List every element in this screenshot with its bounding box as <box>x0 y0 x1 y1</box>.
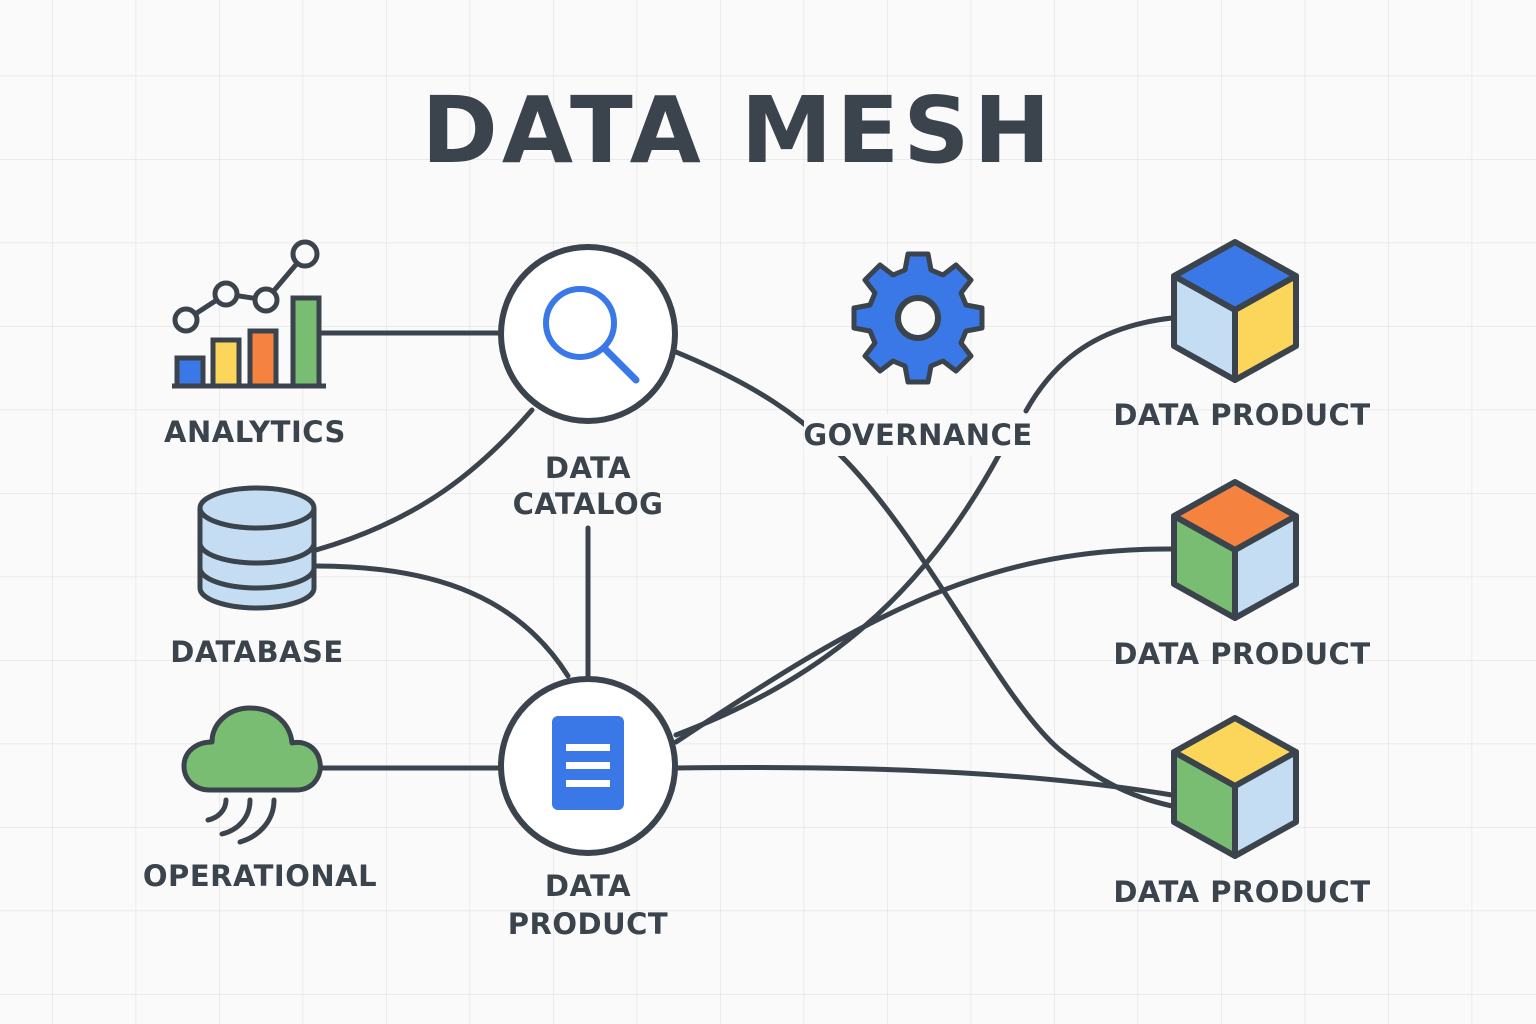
data-product-center-node <box>498 676 678 856</box>
connector-product-product2 <box>673 546 1175 745</box>
governance-label: GOVERNANCE <box>803 418 1032 452</box>
document-icon <box>552 716 624 810</box>
data-product-1-label: DATA PRODUCT <box>1113 398 1370 432</box>
operational-label: OPERATIONAL <box>143 859 377 893</box>
governance-label-backdrop <box>804 414 1032 456</box>
database-icon <box>197 485 317 611</box>
cube-icon-3 <box>1171 715 1299 859</box>
cloud-icon <box>181 705 323 845</box>
database-label: DATABASE <box>170 635 343 669</box>
diagram-title: DATA MESH <box>422 77 1055 184</box>
data-catalog-label-line1: DATA <box>545 451 631 485</box>
connector-database-product <box>313 563 571 679</box>
data-product-2-label: DATA PRODUCT <box>1113 637 1370 671</box>
gear-icon <box>851 251 985 385</box>
connector-database-catalog <box>313 407 535 553</box>
analytics-label: ANALYTICS <box>164 415 346 449</box>
connector-product-product3 <box>673 764 1175 798</box>
connectors <box>313 315 1175 809</box>
connector-governance-product1 <box>1023 315 1175 414</box>
cube-icon-2 <box>1171 479 1299 621</box>
data-product-3-label: DATA PRODUCT <box>1113 875 1370 909</box>
data-product-center-label-line1: DATA <box>545 869 631 903</box>
connector-governance-product3 <box>832 447 1175 809</box>
chart-icon <box>172 239 326 389</box>
search-icon <box>543 286 640 384</box>
data-catalog-label-line2: CATALOG <box>513 487 664 521</box>
cube-icon-1 <box>1171 239 1299 383</box>
data-catalog-node <box>498 244 678 424</box>
data-product-center-label-line2: PRODUCT <box>508 907 668 941</box>
